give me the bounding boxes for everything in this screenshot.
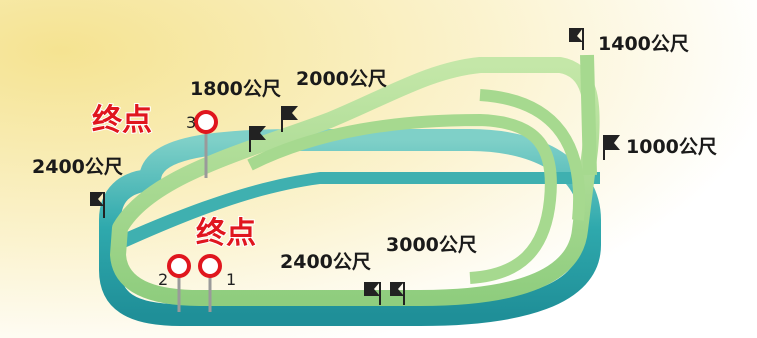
flag-2400-left-icon (90, 192, 105, 218)
distance-label-3000: 3000公尺 (386, 234, 477, 256)
flag-2400-bottom-icon (364, 282, 381, 305)
distance-label-2400-left: 2400公尺 (32, 156, 123, 178)
post-number-3: 3 (186, 113, 196, 132)
distance-label-2000: 2000公尺 (296, 68, 387, 90)
winning-post-1-icon (198, 254, 222, 312)
winning-posts (167, 110, 222, 312)
flag-3000-icon (390, 282, 405, 305)
winning-post-2-icon (167, 254, 191, 312)
post-number-2: 2 (158, 270, 168, 289)
finish-label-lower: 终点 (196, 216, 256, 251)
flag-1800-icon (249, 126, 266, 152)
flag-1400-icon (569, 28, 584, 50)
distance-label-1400: 1400公尺 (598, 33, 689, 55)
distance-flags (90, 28, 620, 305)
post-number-1: 1 (226, 270, 236, 289)
distance-label-2400-bottom: 2400公尺 (280, 251, 371, 273)
flag-2000-icon (281, 106, 298, 132)
distance-label-1800: 1800公尺 (190, 78, 281, 100)
finish-label-upper: 终点 (92, 103, 152, 138)
distance-label-1000: 1000公尺 (626, 136, 717, 158)
inner-track (110, 54, 600, 306)
winning-post-3-icon (194, 110, 218, 178)
flag-1000-icon (603, 135, 620, 160)
